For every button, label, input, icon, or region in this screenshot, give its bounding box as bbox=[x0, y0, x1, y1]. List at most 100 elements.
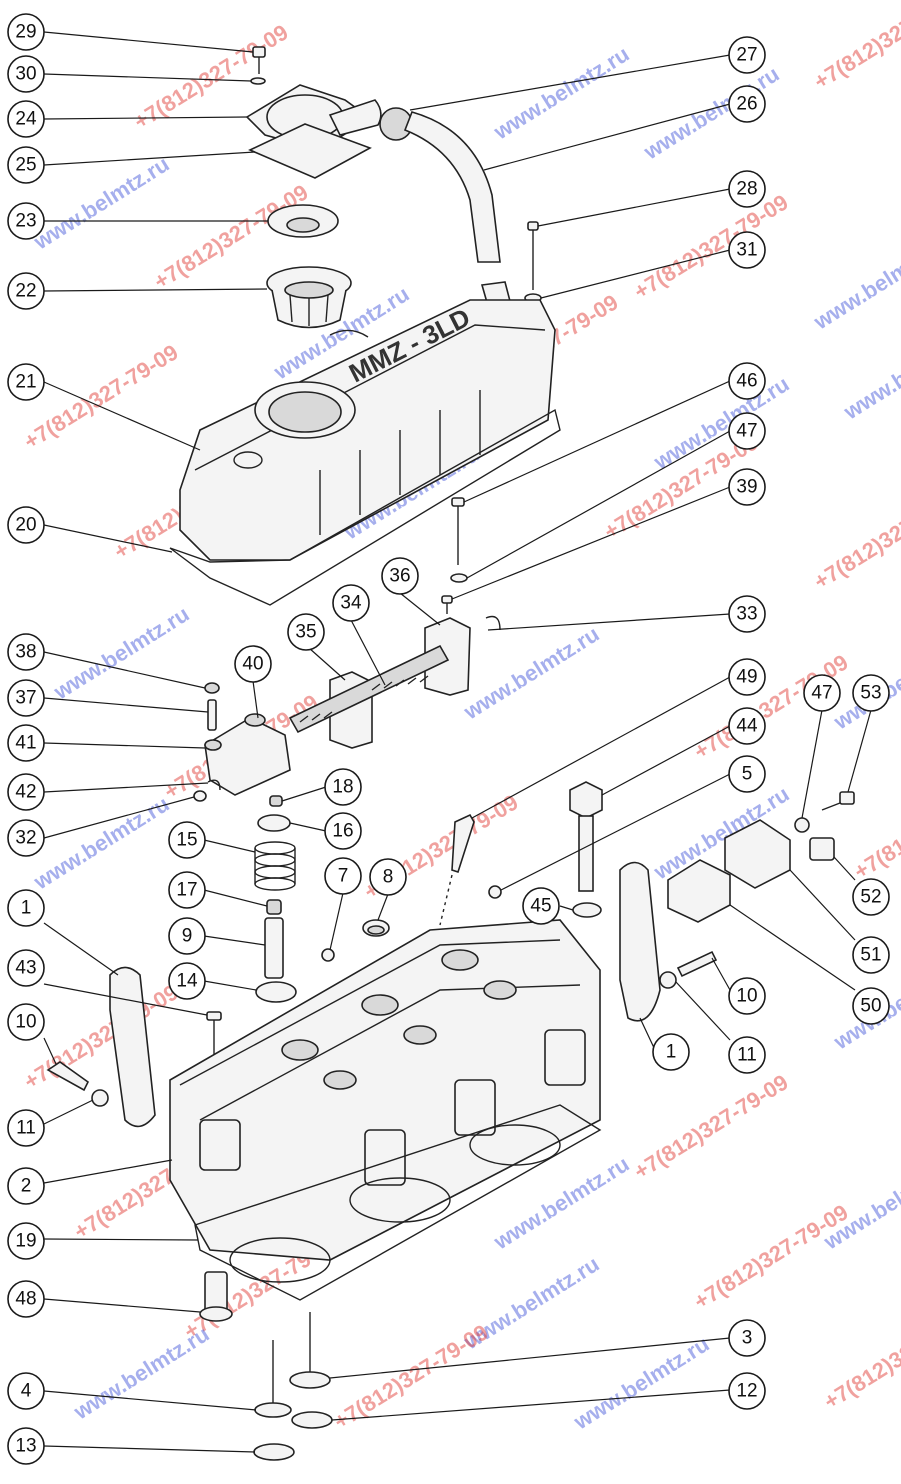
callout-circle bbox=[324, 768, 362, 806]
callout-circle bbox=[7, 633, 45, 671]
callout-circle bbox=[7, 506, 45, 544]
callout-label: 28 bbox=[736, 179, 757, 200]
callout-circle bbox=[728, 468, 766, 506]
callout-49: 49 bbox=[728, 658, 766, 696]
callout-label: 29 bbox=[15, 22, 36, 43]
callout-circle bbox=[7, 1167, 45, 1205]
part-bracket-1-right bbox=[619, 861, 661, 1022]
callout-43: 43 bbox=[7, 949, 45, 987]
part-clip-42 bbox=[207, 779, 221, 791]
callout-42: 42 bbox=[7, 773, 45, 811]
callout-circle bbox=[168, 917, 206, 955]
callout-32: 32 bbox=[7, 819, 45, 857]
callout-circle bbox=[7, 55, 45, 93]
callout-label: 12 bbox=[736, 1381, 757, 1402]
callout-label: 51 bbox=[860, 945, 881, 966]
watermark-phone: +7(812)327-79-09 bbox=[19, 979, 182, 1094]
part-cylinder-head-2 bbox=[169, 919, 601, 1261]
callout-15: 15 bbox=[168, 821, 206, 859]
callout-circle bbox=[852, 674, 890, 712]
leader-lines bbox=[43, 31, 872, 1453]
part-retainer-17 bbox=[266, 899, 282, 915]
callout-label: 8 bbox=[383, 867, 394, 888]
callout-label: 30 bbox=[15, 64, 36, 85]
callout-50: 50 bbox=[852, 987, 890, 1025]
callout-26: 26 bbox=[728, 85, 766, 123]
part-washer-47 bbox=[450, 573, 468, 583]
watermark-phone: +7(812)327-79-09 bbox=[819, 1299, 901, 1414]
callout-circle bbox=[852, 878, 890, 916]
callout-circle bbox=[7, 13, 45, 51]
callout-label: 3 bbox=[742, 1328, 753, 1349]
part-washer-47b bbox=[794, 817, 810, 833]
callout-4: 4 bbox=[7, 1372, 45, 1410]
callout-circle bbox=[7, 949, 45, 987]
watermark-site: www.belmtz.ru bbox=[49, 601, 194, 705]
part-bolt-53 bbox=[821, 791, 855, 811]
callout-label: 49 bbox=[736, 667, 757, 688]
callout-label: 19 bbox=[15, 1231, 36, 1252]
callout-48: 48 bbox=[7, 1280, 45, 1318]
callout-11a: 11 bbox=[728, 1036, 766, 1074]
callout-circle bbox=[324, 857, 362, 895]
callout-1b: 1 bbox=[652, 1033, 690, 1071]
part-spring-15 bbox=[254, 841, 296, 891]
callout-14: 14 bbox=[168, 962, 206, 1000]
callout-label: 16 bbox=[332, 821, 353, 842]
callout-circle bbox=[7, 100, 45, 138]
callout-label: 5 bbox=[742, 764, 753, 785]
part-washer-30 bbox=[250, 77, 266, 85]
callout-circle bbox=[324, 812, 362, 850]
callout-44: 44 bbox=[728, 707, 766, 745]
watermark-site: www.belmtz.ru bbox=[69, 1321, 214, 1425]
callout-39: 39 bbox=[728, 468, 766, 506]
callout-circle bbox=[7, 1222, 45, 1260]
part-bolt-44 bbox=[569, 781, 603, 892]
callout-circle bbox=[803, 674, 841, 712]
part-housing-24 bbox=[245, 84, 382, 151]
callout-40: 40 bbox=[234, 645, 272, 683]
callout-label: 1 bbox=[666, 1042, 677, 1063]
callout-53: 53 bbox=[852, 674, 890, 712]
callout-18: 18 bbox=[324, 768, 362, 806]
callout-label: 31 bbox=[736, 240, 757, 261]
callout-label: 1 bbox=[21, 898, 32, 919]
callout-circle bbox=[7, 363, 45, 401]
callout-circle bbox=[7, 1372, 45, 1410]
callout-circle bbox=[522, 887, 560, 925]
callout-circle bbox=[234, 645, 272, 683]
part-screw-37 bbox=[207, 699, 217, 731]
callout-13: 13 bbox=[7, 1427, 45, 1465]
callout-1a: 1 bbox=[7, 889, 45, 927]
callout-47a: 47 bbox=[728, 412, 766, 450]
part-glow-plug-49 bbox=[439, 813, 475, 926]
callout-7: 7 bbox=[324, 857, 362, 895]
watermark-site: www.belmtz.ru bbox=[809, 231, 901, 335]
callout-17: 17 bbox=[168, 871, 206, 909]
callout-circle bbox=[852, 987, 890, 1025]
callout-circle bbox=[728, 1036, 766, 1074]
callout-20: 20 bbox=[7, 506, 45, 544]
callout-label: 20 bbox=[15, 515, 36, 536]
callout-label: 9 bbox=[182, 926, 193, 947]
callout-2: 2 bbox=[7, 1167, 45, 1205]
callout-circle bbox=[7, 146, 45, 184]
watermark-phone: +7(812)327-79-09 bbox=[809, 479, 901, 594]
watermark-site: www.belmtz.ru bbox=[459, 621, 604, 725]
callout-circle bbox=[652, 1033, 690, 1071]
callout-label: 43 bbox=[15, 958, 36, 979]
callout-label: 10 bbox=[736, 986, 757, 1007]
callout-52: 52 bbox=[852, 878, 890, 916]
part-nut-38 bbox=[204, 682, 220, 694]
part-filter-22 bbox=[266, 266, 369, 338]
watermark-site: www.belmtz.ru bbox=[819, 1151, 901, 1255]
part-valve-13 bbox=[253, 1443, 295, 1461]
callout-8: 8 bbox=[369, 858, 407, 896]
part-bolt-29 bbox=[252, 46, 266, 74]
callout-label: 40 bbox=[242, 654, 263, 675]
callout-label: 32 bbox=[15, 828, 36, 849]
callout-circle bbox=[728, 977, 766, 1015]
watermark-phone: +7(812)327-79-09 bbox=[329, 1319, 492, 1434]
callout-41: 41 bbox=[7, 724, 45, 762]
